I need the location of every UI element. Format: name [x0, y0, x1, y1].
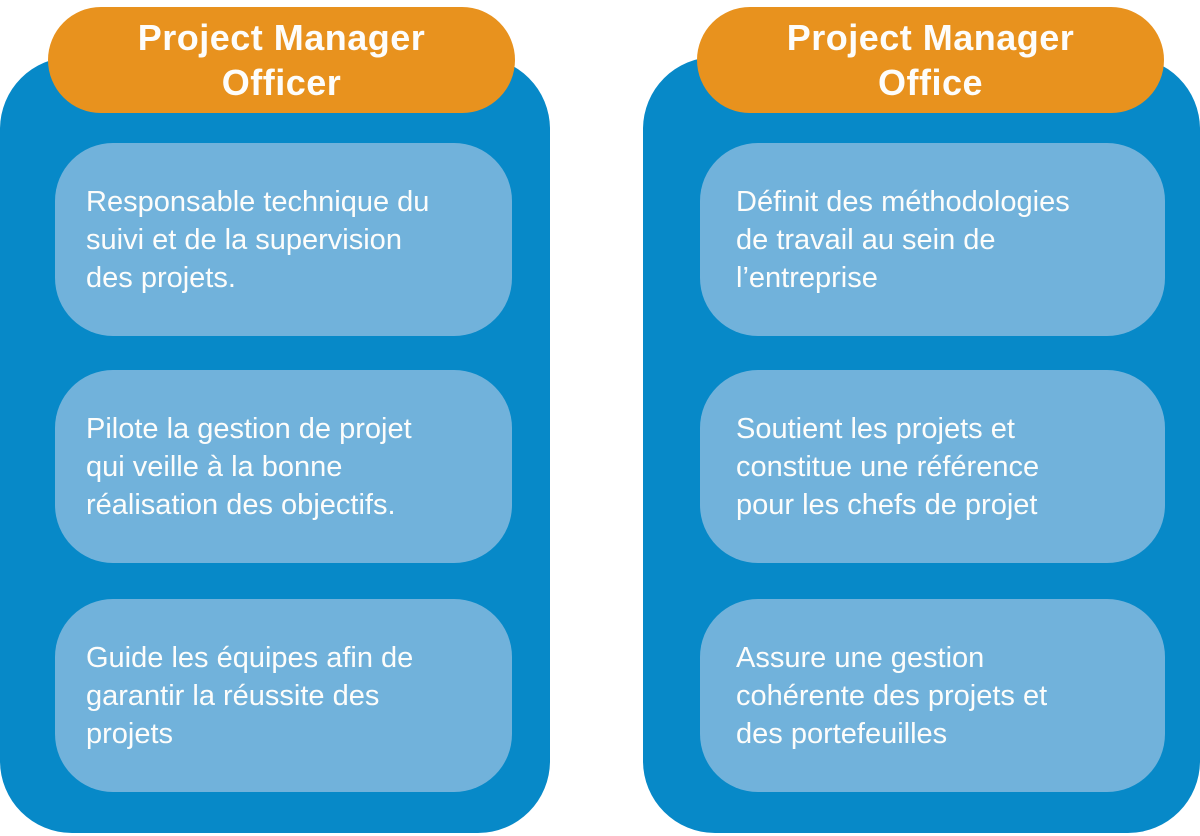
- officer-card-1: Responsable technique du suivi et de la …: [55, 143, 512, 336]
- officer-card-1-text: Responsable technique du suivi et de la …: [86, 185, 430, 294]
- office-card-2-text: Soutient les projets et constitue une ré…: [736, 412, 1040, 521]
- officer-header-pill: Project Manager Officer: [48, 7, 515, 113]
- office-card-3: Assure une gestion cohérente des projets…: [700, 599, 1165, 792]
- officer-card-3-text: Guide les équipes afin de garantir la ré…: [86, 641, 414, 750]
- officer-card-3: Guide les équipes afin de garantir la ré…: [55, 599, 512, 792]
- officer-title: Project Manager Officer: [137, 17, 426, 103]
- office-title: Project Manager Office: [786, 17, 1075, 103]
- office-header-pill: Project Manager Office: [697, 7, 1164, 113]
- office-card-3-text: Assure une gestion cohérente des projets…: [736, 641, 1048, 750]
- officer-card-2: Pilote la gestion de projet qui veille à…: [55, 370, 512, 563]
- officer-card-2-text: Pilote la gestion de projet qui veille à…: [86, 412, 412, 521]
- office-card-2: Soutient les projets et constitue une ré…: [700, 370, 1165, 563]
- office-card-1-text: Définit des méthodologies de travail au …: [736, 185, 1070, 294]
- office-card-1: Définit des méthodologies de travail au …: [700, 143, 1165, 336]
